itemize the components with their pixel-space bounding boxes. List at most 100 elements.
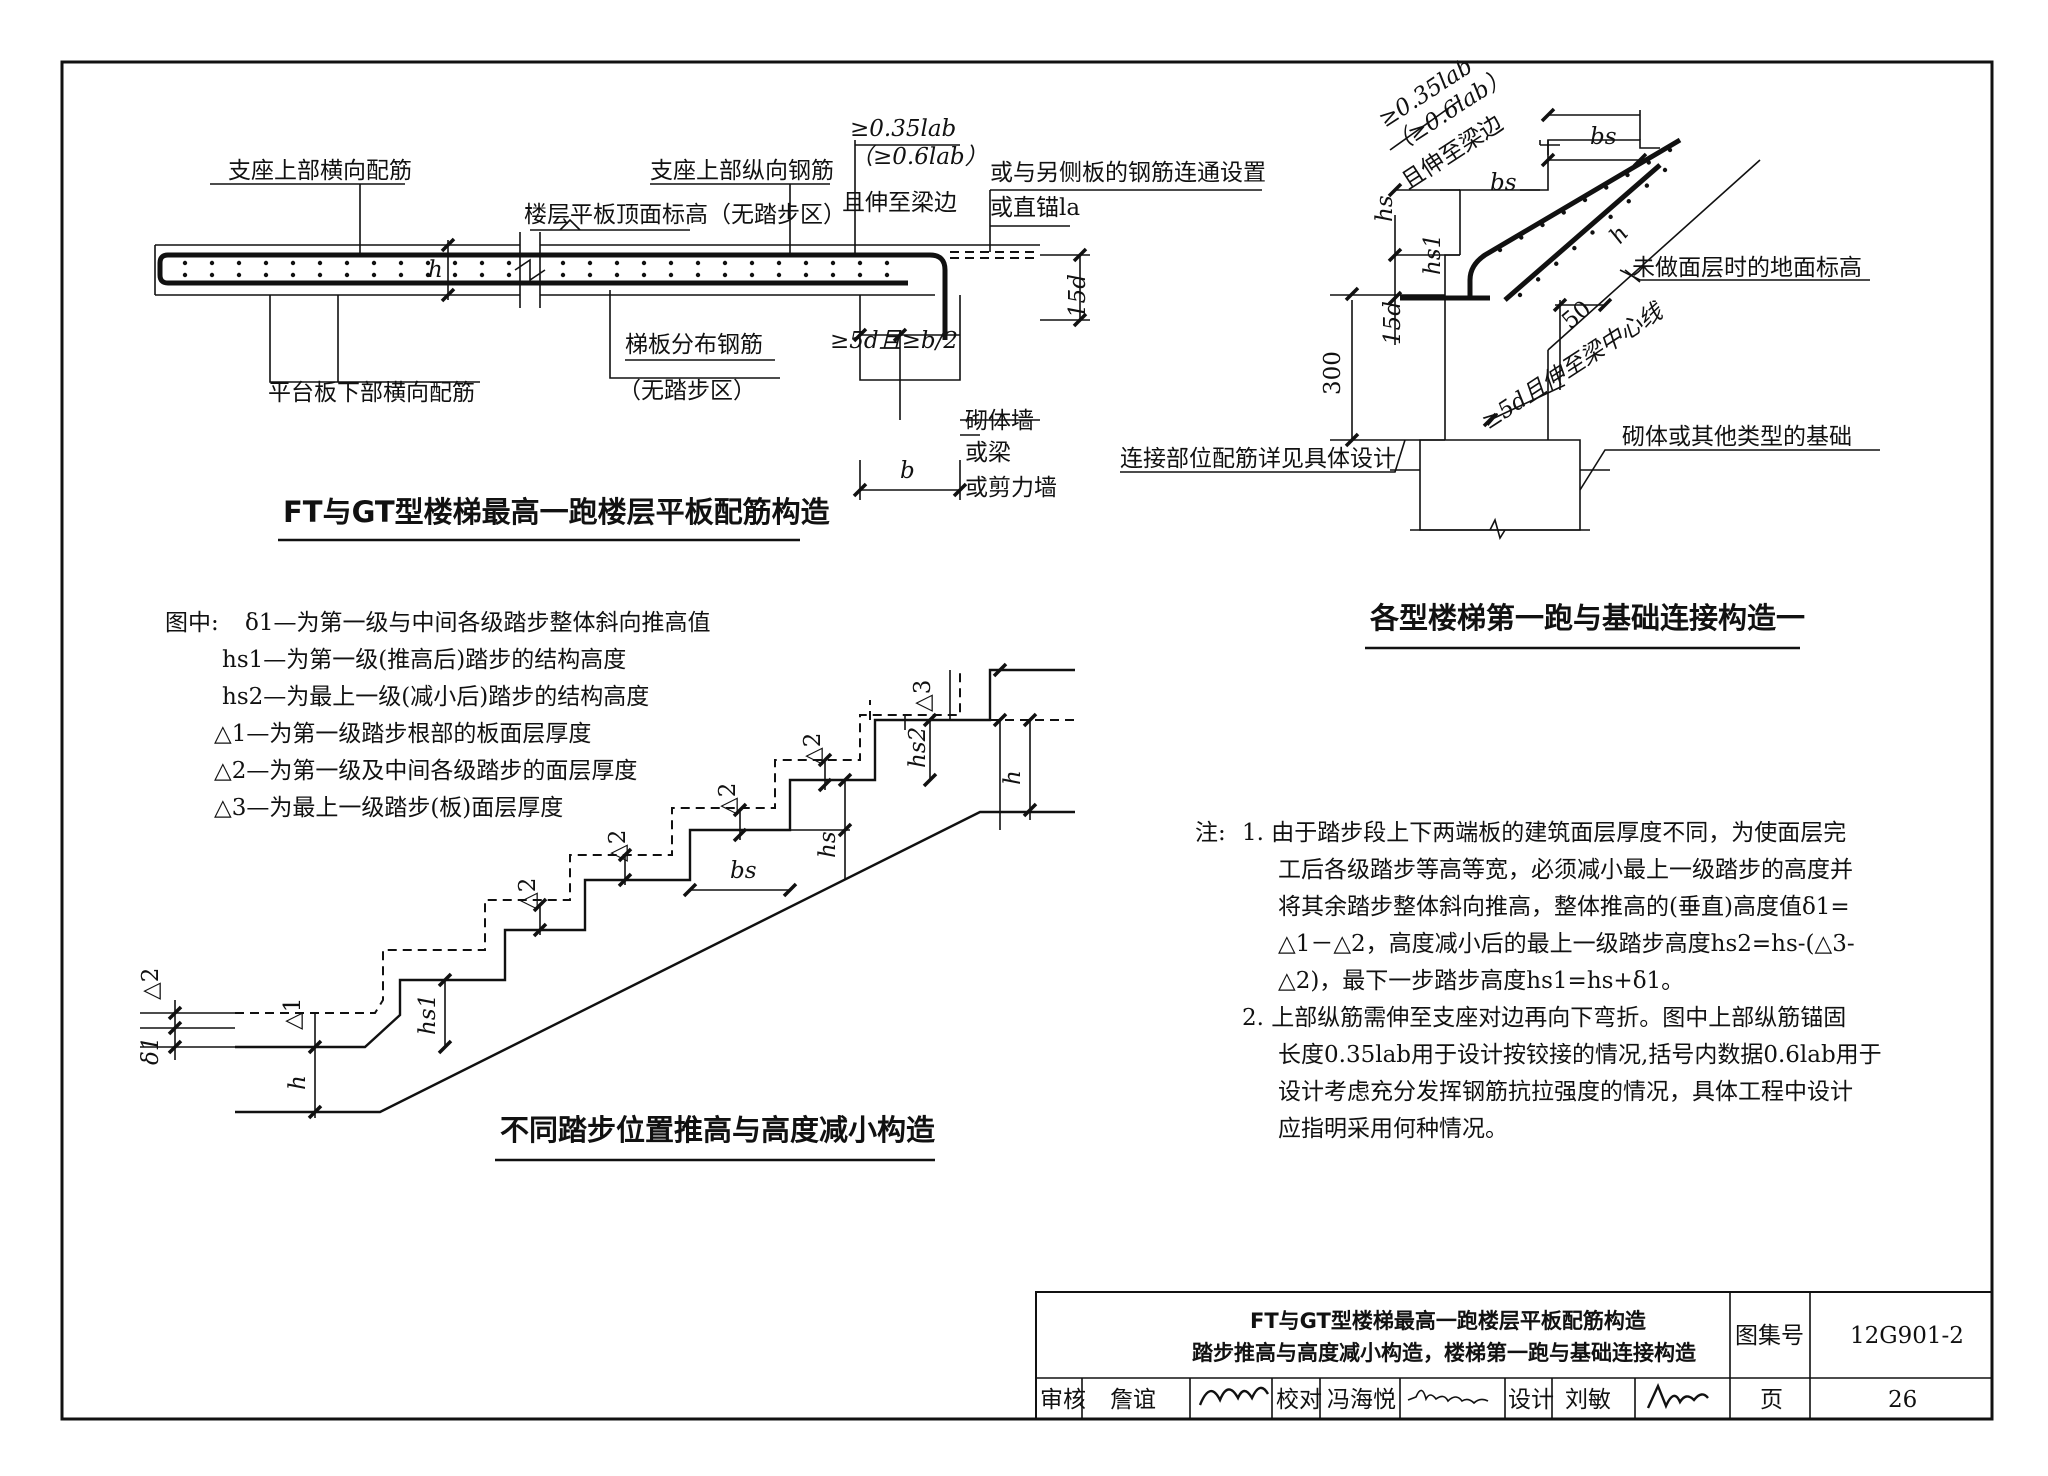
steps-detail: δ1 △2 △1 h hs1 △2 △2 △2 △2 △3 hs2 h hs b… bbox=[138, 662, 1075, 1162]
rebar-dot bbox=[560, 272, 566, 278]
legend-d2: △2—为第一级及中间各级踏步的面层厚度 bbox=[214, 758, 637, 784]
rebar-dot bbox=[1626, 199, 1631, 204]
rebar-dot bbox=[776, 272, 782, 278]
rebar-dot bbox=[614, 272, 620, 278]
legend-d3: △3—为最上一级踏步(板)面层厚度 bbox=[214, 795, 563, 821]
fd-label-hs: hs bbox=[1372, 195, 1398, 222]
rebar-dot bbox=[317, 260, 323, 266]
rebar-dot bbox=[452, 272, 458, 278]
rebar-dot bbox=[722, 272, 728, 278]
rebar-dot bbox=[425, 260, 431, 266]
steps-label-hs1: hs1 bbox=[415, 994, 441, 1035]
fd-label-connection-note: 连接部位配筋详见具体设计 bbox=[1120, 446, 1396, 472]
rebar-dot bbox=[668, 272, 674, 278]
rebar-dot bbox=[749, 260, 755, 266]
note1-line4: △2)，最下一步踏步高度hs1=hs+δ1。 bbox=[1278, 968, 1684, 994]
rebar-dot bbox=[776, 260, 782, 266]
label-15d: 15d bbox=[1065, 274, 1091, 318]
label-distribution-bar: 梯板分布钢筋 bbox=[625, 332, 763, 358]
fd-label-bs1: bs bbox=[1590, 124, 1617, 150]
rebar-dot bbox=[884, 260, 890, 266]
foundation-detail: ≥0.35lab （≥0.6lab） 且伸至梁边 bs bs hs hs1 h … bbox=[1120, 53, 1880, 650]
title-block: FT与GT型楼梯最高一跑楼层平板配筋构造 踏步推高与高度减小构造，楼梯第一跑与基… bbox=[1035, 1291, 1993, 1420]
label-anchor-b: （≥0.6lab） bbox=[850, 144, 988, 170]
label-straight-anchor: 或直锚la bbox=[990, 195, 1080, 221]
steps-label-bs: bs bbox=[730, 858, 757, 884]
rebar-dot bbox=[182, 260, 188, 266]
note2-line3: 应指明采用何种情况。 bbox=[1278, 1116, 1508, 1142]
legend-hs1: hs1—为第一级(推高后)踏步的结构高度 bbox=[222, 647, 626, 673]
label-or-shear-wall: 或剪力墙 bbox=[965, 475, 1057, 501]
rebar-dot bbox=[1604, 185, 1609, 190]
rebar-dot bbox=[641, 260, 647, 266]
rebar-dot bbox=[290, 272, 296, 278]
rebar-dot bbox=[1625, 172, 1630, 178]
rebar-dot bbox=[614, 260, 620, 266]
rebar-dot bbox=[263, 272, 269, 278]
fd-label-bs2: bs bbox=[1490, 170, 1517, 196]
label-masonry-wall: 砌体墙 bbox=[965, 408, 1034, 434]
fd-label-hs1: hs1 bbox=[1420, 234, 1446, 275]
label-extend-to-beam: 且伸至梁边 bbox=[842, 190, 957, 216]
rebar-dot bbox=[830, 260, 836, 266]
rebar-dot bbox=[1667, 147, 1673, 153]
tb-atlas-no: 12G901-2 bbox=[1850, 1323, 1964, 1349]
legend-delta1: δ1—为第一级与中间各级踏步整体斜向推高值 bbox=[245, 610, 710, 636]
tb-title1: FT与GT型楼梯最高一跑楼层平板配筋构造 bbox=[1250, 1309, 1647, 1333]
label-5d-b2: ≥5d且≥b/2 bbox=[830, 328, 958, 354]
rebar-dot bbox=[236, 272, 242, 278]
rebar-dot bbox=[371, 260, 377, 266]
fd-label-ground-elev: 未做面层时的地面标高 bbox=[1632, 255, 1862, 281]
rebar-dot bbox=[695, 260, 701, 266]
label-or-beam: 或梁 bbox=[965, 440, 1011, 466]
title-foundation: 各型楼梯第一跑与基础连接构造一 bbox=[1369, 601, 1805, 635]
rebar-dot bbox=[587, 272, 593, 278]
label-no-step-zone: （无踏步区） bbox=[618, 378, 756, 404]
legend-d1: △1—为第一级踏步根部的板面层厚度 bbox=[214, 721, 591, 747]
rebar-dot bbox=[1519, 235, 1524, 240]
notes: 注: 1. 由于踏步段上下两端板的建筑面层厚度不同，为使面层完 工后各级踏步等高… bbox=[1195, 820, 1882, 1142]
tb-designer-signature bbox=[1646, 1382, 1709, 1410]
steps-label-h: h bbox=[285, 1075, 311, 1090]
rebar-dot bbox=[587, 260, 593, 266]
rebar-dot bbox=[803, 272, 809, 278]
tb-check-label: 校对 bbox=[1276, 1387, 1322, 1413]
label-b: b bbox=[900, 458, 915, 484]
tb-designer: 刘敏 bbox=[1565, 1387, 1611, 1413]
label-anchor-a: ≥0.35lab bbox=[850, 116, 956, 142]
tb-reviewer-signature bbox=[1198, 1386, 1270, 1406]
rebar-dot bbox=[398, 272, 404, 278]
steps-label-hs2: hs2 bbox=[905, 727, 931, 768]
rebar-dot bbox=[1572, 245, 1577, 251]
rebar-dot bbox=[830, 272, 836, 278]
tb-design-label: 设计 bbox=[1508, 1387, 1554, 1413]
steps-label-hs: hs bbox=[815, 831, 841, 858]
steps-label-d3: △3 bbox=[910, 680, 936, 712]
steps-label-d2-b: △2 bbox=[605, 830, 631, 862]
rebar-dot bbox=[506, 260, 512, 266]
rebar-dot bbox=[290, 260, 296, 266]
rebar-dot bbox=[1608, 214, 1613, 220]
steps-label-d2-a: △2 bbox=[515, 878, 541, 910]
rebar-dot bbox=[182, 272, 188, 278]
legend: 图中: δ1—为第一级与中间各级踏步整体斜向推高值 hs1—为第一级(推高后)踏… bbox=[165, 610, 710, 821]
label-connect-other-side: 或与另侧板的钢筋连通设置 bbox=[990, 160, 1266, 186]
legend-prefix: 图中: bbox=[165, 610, 219, 636]
rebar-dot bbox=[1497, 247, 1503, 253]
steps-label-d2-left: △2 bbox=[138, 968, 164, 1000]
tb-reviewer: 詹谊 bbox=[1110, 1387, 1156, 1413]
steps-label-delta1: δ1 bbox=[138, 1037, 164, 1065]
note1-line0: 1. 由于踏步段上下两端板的建筑面层厚度不同，为使面层完 bbox=[1242, 820, 1846, 846]
tb-title2: 踏步推高与高度减小构造，楼梯第一跑与基础连接构造 bbox=[1192, 1341, 1697, 1365]
rebar-dot bbox=[398, 260, 404, 266]
note1-line2: 将其余踏步整体斜向推高，整体推高的(垂直)高度值δ1= bbox=[1278, 894, 1850, 920]
notes-prefix: 注: bbox=[1195, 820, 1226, 846]
rebar-dot bbox=[1535, 277, 1541, 282]
rebar-dot bbox=[479, 272, 485, 278]
steps-label-d2-c: △2 bbox=[715, 783, 741, 815]
rebar-dot bbox=[236, 260, 242, 266]
rebar-dot bbox=[209, 260, 215, 266]
note2-line0: 2. 上部纵筋需伸至支座对边再向下弯折。图中上部纵筋锚固 bbox=[1242, 1005, 1846, 1031]
tb-checker-signature bbox=[1407, 1389, 1489, 1405]
